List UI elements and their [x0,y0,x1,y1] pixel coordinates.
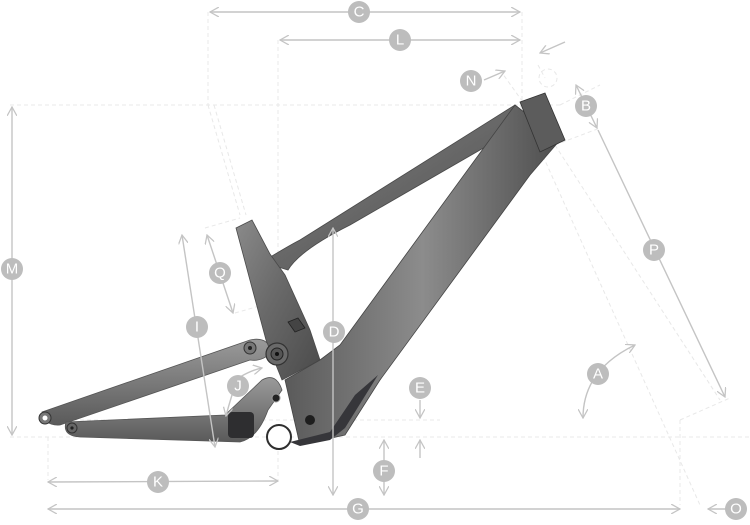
label-f-text: F [379,463,388,480]
label-o-text: O [730,501,742,518]
label-f: F [373,460,395,482]
label-p-text: P [649,242,659,259]
label-e-text: E [415,380,425,397]
label-j: J [227,375,249,397]
guide-fork-offset [554,144,721,401]
label-c-text: C [354,4,365,21]
label-c: C [348,1,370,23]
bottom-bracket [266,424,292,450]
dim-j-arrow-down [226,394,232,416]
rear-axle-hole [42,415,48,421]
label-n: N [460,70,482,92]
label-i: I [186,316,208,338]
label-q: Q [209,262,231,284]
label-j-text: J [234,378,242,395]
label-k-text: K [153,474,163,491]
lower-link-bolt [271,393,281,403]
label-e: E [409,377,431,399]
chain-stay [64,377,283,443]
bike-frame [38,92,566,450]
label-d: D [323,321,345,343]
guide-steerer-line [537,64,546,79]
guide-steerer-circle [538,68,558,88]
pivot-bolt [248,346,252,350]
label-k: K [147,471,169,493]
label-b-text: B [581,98,591,115]
label-g: G [347,498,369,520]
cable-port [287,317,306,333]
guide-seat-angle-1 [207,104,241,216]
dim-n-arrow [483,71,505,81]
label-m: M [1,258,23,280]
guide-q-top [204,217,241,229]
chainstay-protector [228,412,254,438]
label-g-text: G [352,501,364,518]
label-q-text: Q [214,265,226,282]
label-b: B [575,95,597,117]
label-n-text: N [466,73,477,90]
guide-fork-axis [519,104,701,506]
dim-stem-arrow [540,41,566,53]
dim-p-line [597,129,725,397]
label-a: A [587,363,609,385]
main-pivot-bolt [275,352,279,356]
guide-seat-angle-2 [213,104,247,216]
guide-ht-bot-perp [554,127,601,146]
label-l: L [389,29,411,51]
label-m-text: M [6,261,19,278]
label-l-text: L [396,32,404,49]
guide-fork-bottom-perp [679,397,731,421]
label-a-text: A [593,366,603,383]
guide-stem-axis [499,69,526,106]
motor-bolt [305,415,315,425]
head-tube [519,92,566,153]
label-i-text: I [195,319,199,336]
dim-j-arrow-up [239,368,262,378]
label-p: P [643,239,665,261]
label-d-text: D [329,324,340,341]
label-o: O [725,498,747,520]
pivot-bolt [70,426,74,430]
dim-i-line [182,235,215,447]
